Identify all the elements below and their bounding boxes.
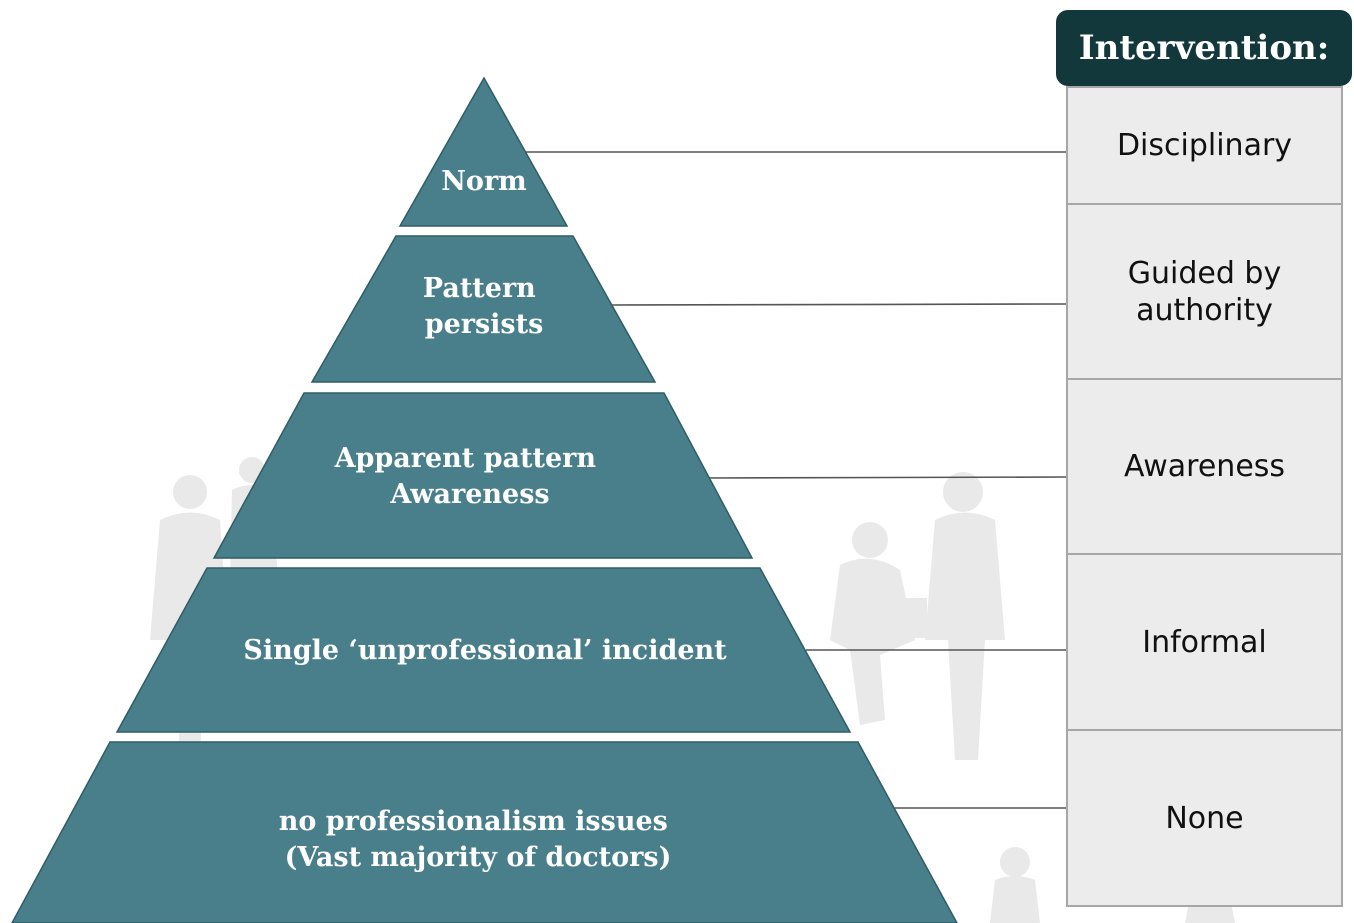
tier-label-no-issues: no professionalism issues (Vast majority… — [279, 806, 678, 873]
pyramid-tiers — [11, 76, 958, 923]
tier-label-line: Pattern — [423, 273, 536, 304]
intervention-header-title: Intervention: — [1078, 28, 1330, 68]
tier-label-line: no professionalism issues — [279, 806, 668, 837]
intervention-box-text: Awareness — [1124, 448, 1285, 485]
tier-label-apparent-pattern: Apparent pattern Awareness — [334, 443, 606, 510]
connector-lines — [525, 151, 1067, 809]
intervention-box-text: Guided by authority — [1128, 255, 1281, 329]
pyramid-tier-no-issues — [11, 741, 958, 923]
tier-label-single-incident: Single ‘unprofessional’ incident — [243, 635, 727, 666]
intervention-line: None — [1165, 800, 1244, 836]
pyramid-tier-pattern-persists — [310, 235, 657, 383]
intervention-line: Informal — [1142, 624, 1267, 660]
intervention-box-text: None — [1165, 800, 1243, 837]
intervention-box-awareness: Awareness — [1066, 378, 1343, 555]
intervention-line: authority — [1136, 292, 1273, 328]
connector-line-apparent-pattern — [707, 476, 1067, 479]
intervention-line: Disciplinary — [1116, 128, 1293, 163]
intervention-box-disciplinary: Disciplinary — [1066, 86, 1343, 205]
intervention-line: Awareness — [1123, 449, 1286, 484]
tier-label-line: Single ‘unprofessional’ incident — [243, 635, 727, 666]
tier-label-pattern-persists: Pattern persists — [423, 273, 545, 340]
tier-label-line: Norm — [441, 166, 526, 197]
intervention-box-guided-by-authority: Guided by authority — [1066, 203, 1343, 380]
intervention-box-text: Informal — [1142, 624, 1267, 661]
intervention-box-informal: Informal — [1066, 553, 1343, 731]
intervention-header: Intervention: — [1056, 10, 1352, 86]
tier-label-line: Awareness — [389, 479, 549, 510]
tier-label-line: (Vast majority of doctors) — [285, 842, 672, 873]
tier-label-line: Apparent pattern — [334, 443, 597, 474]
intervention-box-none: None — [1066, 729, 1343, 907]
connector-line-pattern-persists — [611, 303, 1067, 306]
tier-label-norm: Norm — [441, 166, 526, 197]
pyramid-tier-apparent-pattern — [212, 392, 754, 559]
intervention-line: Guided by — [1127, 255, 1282, 291]
intervention-box-text: Disciplinary — [1117, 127, 1292, 164]
pyramid-tier-norm — [398, 76, 569, 227]
pyramid-tier-single-incident — [115, 567, 852, 733]
tier-label-line: persists — [425, 309, 544, 340]
